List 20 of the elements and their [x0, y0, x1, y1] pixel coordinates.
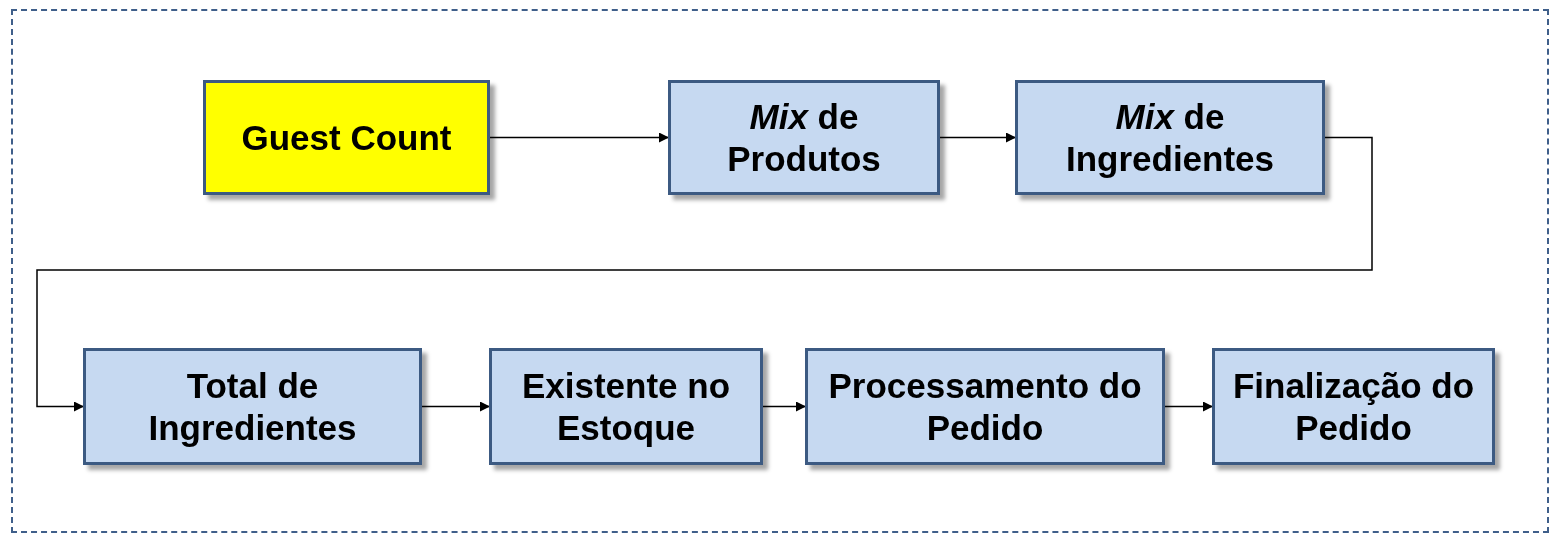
arrow [939, 132, 1016, 143]
process-box [805, 348, 1165, 465]
process-box [203, 80, 490, 195]
box-label: Mix de Produtos [726, 95, 882, 180]
box-label: Mix de Ingredientes [1064, 95, 1276, 180]
arrow [36, 136, 1373, 412]
arrow [421, 401, 490, 412]
arrow [1164, 401, 1213, 412]
box-label: Total de Ingredientes [147, 364, 358, 449]
box-label: Finalização do Pedido [1231, 364, 1476, 449]
process-box [83, 348, 422, 465]
process-box [489, 348, 763, 465]
arrow [489, 132, 669, 143]
box-label: Processamento do Pedido [827, 364, 1143, 449]
arrow [762, 401, 806, 412]
process-box [1212, 348, 1495, 465]
process-box [668, 80, 940, 195]
box-label: Existente no Estoque [520, 364, 732, 449]
box-label: Guest Count [240, 116, 453, 159]
process-box [1015, 80, 1325, 195]
